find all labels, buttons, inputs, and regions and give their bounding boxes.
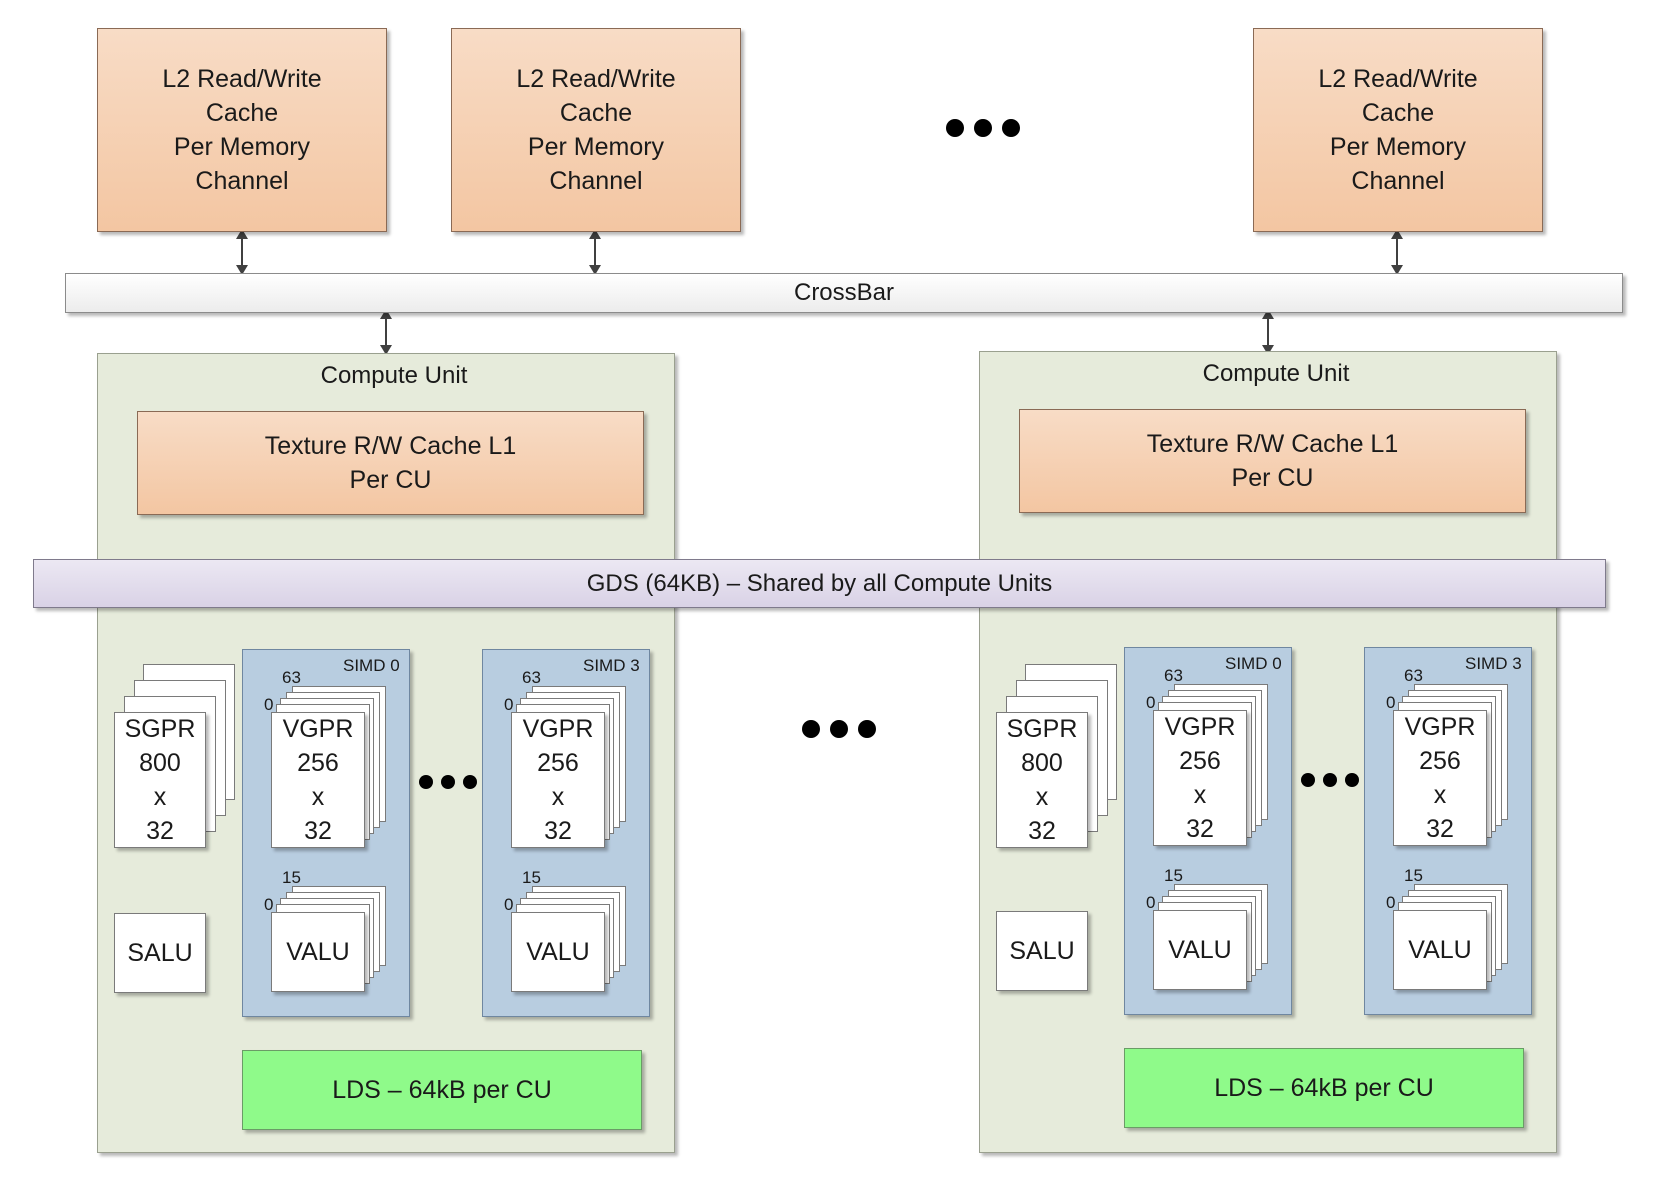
texture-cache-l1: Texture R/W Cache L1 Per CU xyxy=(137,411,644,515)
l2-cache-block: L2 Read/Write Cache Per Memory Channel xyxy=(97,28,387,232)
sgpr-register-file: SGPR 800 x 32 xyxy=(996,712,1088,848)
compute-unit-title: Compute Unit xyxy=(1202,360,1350,387)
vgpr-register-file: VGPR 256 x 32 xyxy=(1153,710,1247,846)
vgpr-bottom-index: 0 xyxy=(1386,693,1396,712)
valu-bottom-index: 0 xyxy=(1386,893,1396,912)
vgpr-register-file: VGPR 256 x 32 xyxy=(271,712,365,848)
valu-top-index: 15 xyxy=(522,868,541,887)
compute-unit-title: Compute Unit xyxy=(320,362,468,389)
vgpr-top-index: 63 xyxy=(522,668,541,687)
valu-bottom-index: 0 xyxy=(1146,893,1156,912)
valu-bottom-index: 0 xyxy=(504,895,514,914)
simd-label: SIMD 0 xyxy=(1225,654,1282,673)
valu: VALU xyxy=(1153,910,1247,990)
salu: SALU xyxy=(114,913,206,993)
salu: SALU xyxy=(996,911,1088,991)
lds-block: LDS – 64kB per CU xyxy=(1124,1048,1524,1128)
valu-top-index: 15 xyxy=(1404,866,1423,885)
l2-cache-block: L2 Read/Write Cache Per Memory Channel xyxy=(451,28,741,232)
vgpr-top-index: 63 xyxy=(1404,666,1423,685)
valu-bottom-index: 0 xyxy=(264,895,274,914)
simd-label: SIMD 0 xyxy=(343,656,400,675)
vgpr-bottom-index: 0 xyxy=(1146,693,1156,712)
vgpr-bottom-index: 0 xyxy=(504,695,514,714)
texture-cache-l1: Texture R/W Cache L1 Per CU xyxy=(1019,409,1526,513)
sgpr-register-file: SGPR 800 x 32 xyxy=(114,712,206,848)
simd-label: SIMD 3 xyxy=(583,656,640,675)
vgpr-register-file: VGPR 256 x 32 xyxy=(511,712,605,848)
crossbar: CrossBar xyxy=(65,273,1623,313)
vgpr-bottom-index: 0 xyxy=(264,695,274,714)
valu: VALU xyxy=(511,912,605,992)
valu: VALU xyxy=(1393,910,1487,990)
lds-block: LDS – 64kB per CU xyxy=(242,1050,642,1130)
valu-top-index: 15 xyxy=(1164,866,1183,885)
simd-label: SIMD 3 xyxy=(1465,654,1522,673)
vgpr-top-index: 63 xyxy=(282,668,301,687)
vgpr-register-file: VGPR 256 x 32 xyxy=(1393,710,1487,846)
gds-bar: GDS (64KB) – Shared by all Compute Units xyxy=(33,559,1606,608)
vgpr-top-index: 63 xyxy=(1164,666,1183,685)
l2-cache-block: L2 Read/Write Cache Per Memory Channel xyxy=(1253,28,1543,232)
valu: VALU xyxy=(271,912,365,992)
valu-top-index: 15 xyxy=(282,868,301,887)
